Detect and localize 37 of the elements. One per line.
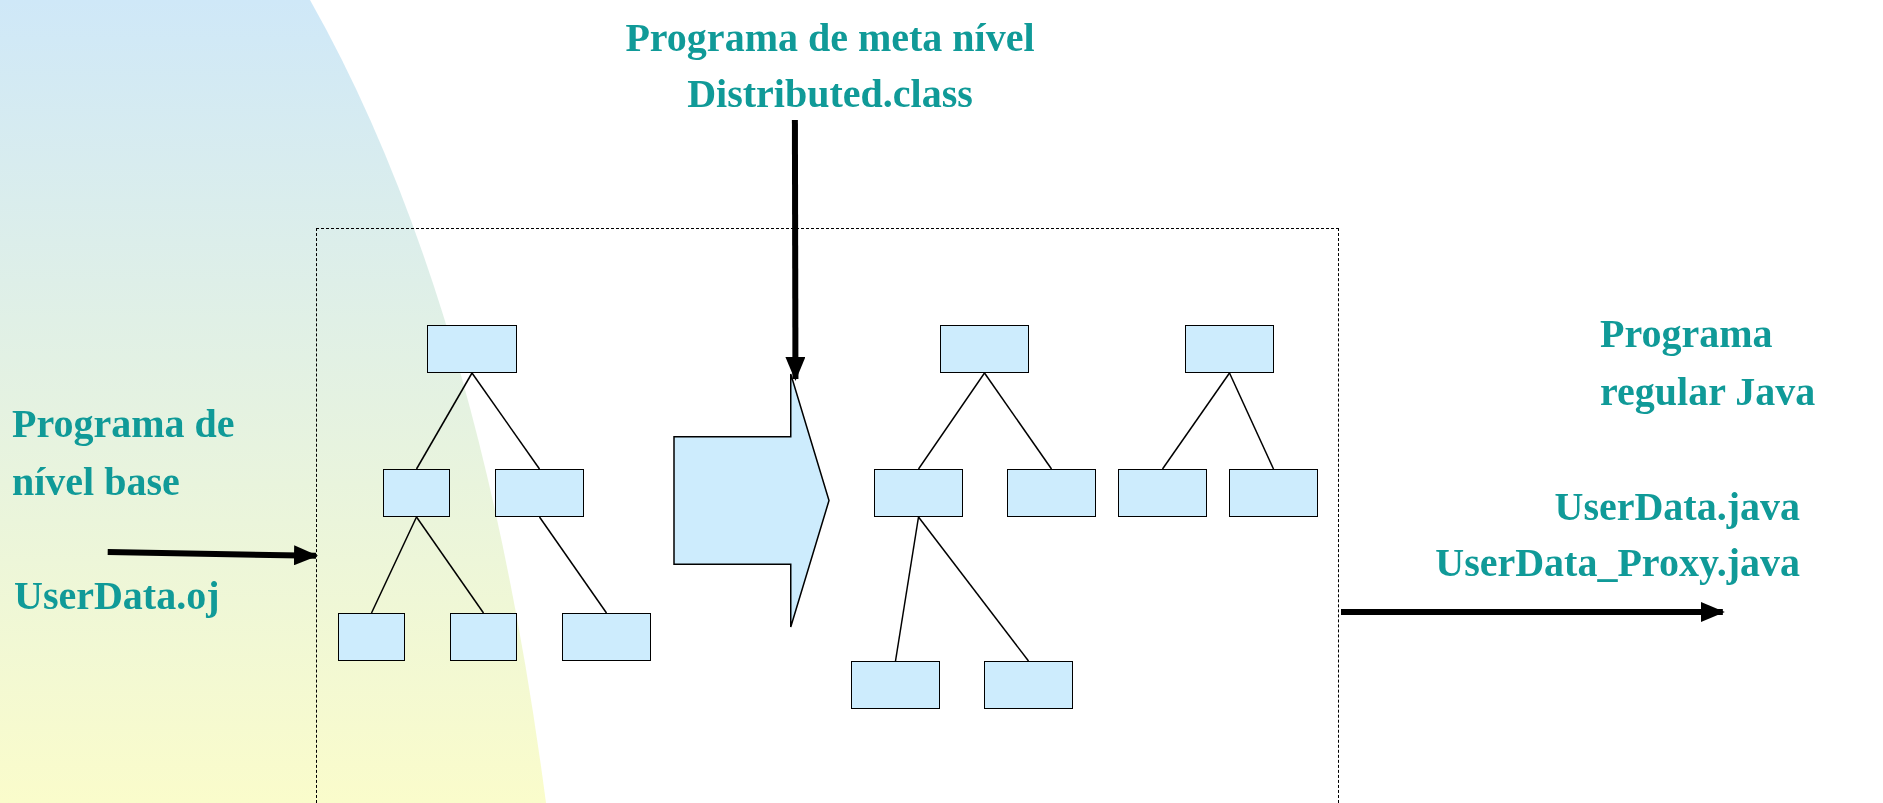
text-label: Programa de nível base: [12, 395, 302, 511]
connector-line: [917, 372, 986, 470]
tree-node-box: [450, 613, 517, 661]
arrow: [785, 120, 806, 381]
tree-node-box: [383, 469, 450, 517]
heading-text: Programa de meta nível: [624, 14, 1036, 62]
heading-text: UserData.java: [1553, 483, 1800, 531]
tree-node-box: [940, 325, 1029, 373]
connector-line: [538, 516, 608, 614]
heading-text: UserData_Proxy.java: [1434, 539, 1800, 587]
connector-line: [415, 372, 473, 470]
connector-line: [917, 516, 1030, 662]
block-arrow: [673, 373, 830, 628]
connector-line: [415, 516, 485, 614]
tree-node-box: [1185, 325, 1274, 373]
tree-node-box: [562, 613, 651, 661]
tree-node-box: [495, 469, 584, 517]
arrow: [107, 545, 318, 566]
text-label: UserData.oj: [14, 572, 220, 620]
dashed-frame: [316, 228, 1339, 803]
connector-line: [894, 516, 920, 662]
tree-node-box: [1118, 469, 1207, 517]
arrow: [1341, 602, 1725, 622]
heading-text: Distributed.class: [686, 70, 974, 118]
tree-node-box: [338, 613, 405, 661]
connector-line: [370, 516, 418, 614]
tree-node-box: [1007, 469, 1096, 517]
tree-node-box: [1229, 469, 1318, 517]
text-label: Programa regular Java: [1600, 310, 1817, 416]
connector-line: [983, 372, 1053, 470]
connector-line: [471, 372, 541, 470]
connector-line: [1228, 372, 1275, 470]
tree-node-box: [874, 469, 963, 517]
tree-node-box: [984, 661, 1073, 709]
tree-node-box: [427, 325, 517, 373]
tree-node-box: [851, 661, 940, 709]
connector-line: [1161, 372, 1231, 470]
